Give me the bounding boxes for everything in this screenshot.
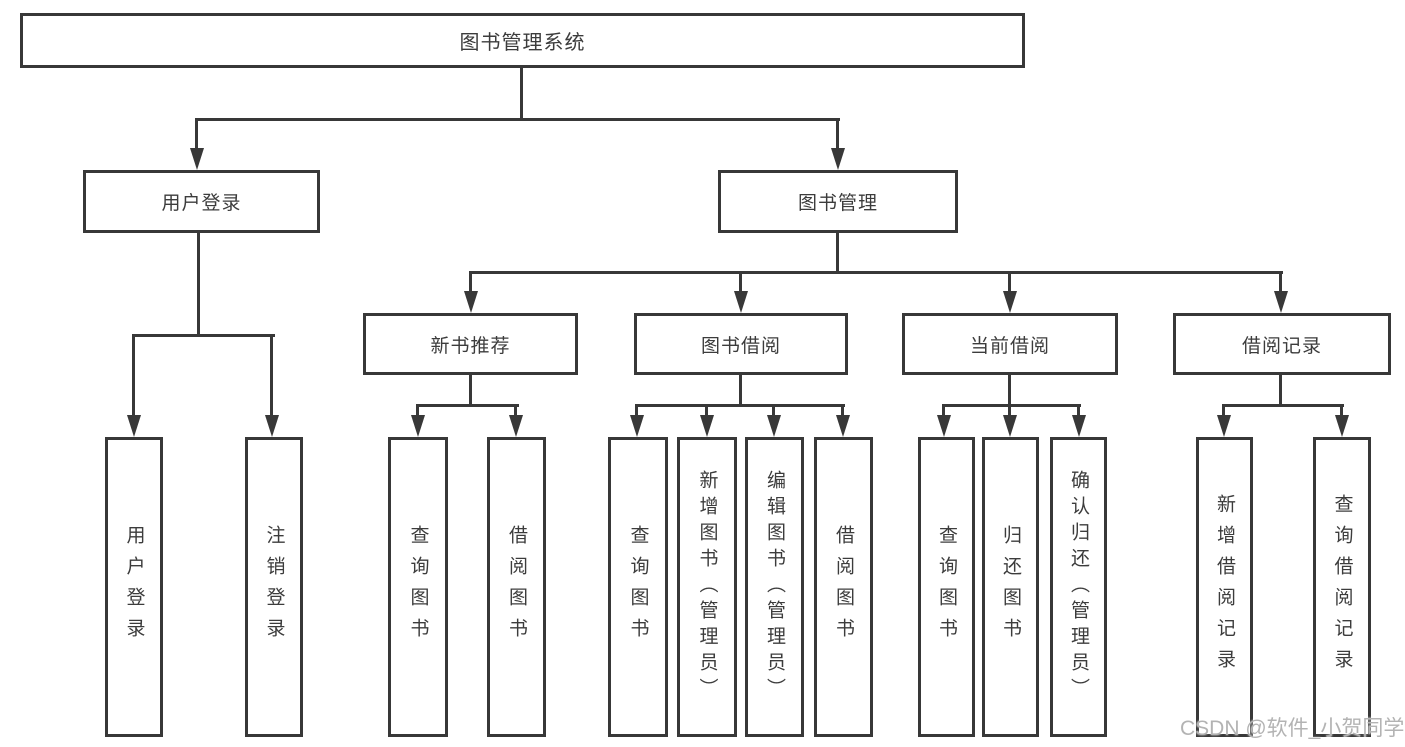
arrow-down-icon <box>464 291 478 313</box>
leaf-query-books-recommend: 查询图书 <box>388 437 448 737</box>
arrow-down-icon <box>127 415 141 437</box>
arrow-down-icon <box>1003 291 1017 313</box>
arrow-down-icon <box>265 415 279 437</box>
connector <box>132 334 275 337</box>
node-label: 用户登录 <box>161 193 242 214</box>
connector <box>1279 373 1282 406</box>
arrow-down-icon <box>1072 415 1086 437</box>
connector <box>635 404 845 407</box>
node-label: 确认归还（管理员） <box>1068 470 1089 704</box>
leaf-add-borrow-record: 新增借阅记录 <box>1196 437 1253 737</box>
leaf-user-login: 用户登录 <box>105 437 163 737</box>
leaf-query-books-current: 查询图书 <box>918 437 975 737</box>
node-label: 图书管理 <box>797 193 878 214</box>
connector <box>196 118 840 121</box>
watermark: CSDN @软件_小贺同学 <box>1180 717 1405 740</box>
connector <box>942 404 945 417</box>
connector <box>635 404 638 417</box>
leaf-logout: 注销登录 <box>245 437 303 737</box>
arrow-down-icon <box>831 148 845 170</box>
connector <box>416 404 519 407</box>
connector <box>739 373 742 406</box>
connector <box>1340 404 1343 417</box>
connector <box>469 271 472 293</box>
leaf-borrow-books-borrow: 借阅图书 <box>814 437 873 737</box>
arrow-down-icon <box>509 415 523 437</box>
node-borrowing-records: 借阅记录 <box>1173 313 1391 375</box>
arrow-down-icon <box>1003 415 1017 437</box>
node-book-management: 图书管理 <box>718 170 958 233</box>
connector <box>1008 404 1011 417</box>
node-new-book-recommendation: 新书推荐 <box>363 313 578 375</box>
node-label: 新增图书（管理员） <box>696 470 718 704</box>
arrow-down-icon <box>1274 291 1288 313</box>
arrow-down-icon <box>190 148 204 170</box>
arrow-down-icon <box>836 415 850 437</box>
node-label: 注销登录 <box>263 525 285 649</box>
node-label: 查询图书 <box>407 525 429 649</box>
connector <box>520 66 523 120</box>
node-user-login: 用户登录 <box>83 170 320 233</box>
connector <box>942 404 1081 407</box>
leaf-query-books-borrow: 查询图书 <box>608 437 668 737</box>
connector <box>1077 404 1080 417</box>
leaf-confirm-return-admin: 确认归还（管理员） <box>1050 437 1107 737</box>
node-label: 用户登录 <box>123 525 145 649</box>
leaf-edit-book-admin: 编辑图书（管理员） <box>745 437 804 737</box>
node-label: 查询借阅记录 <box>1331 494 1353 680</box>
node-label: 编辑图书（管理员） <box>764 470 785 704</box>
connector <box>836 233 839 273</box>
connector <box>195 118 198 150</box>
connector <box>836 118 839 150</box>
arrow-down-icon <box>411 415 425 437</box>
node-current-borrowing: 当前借阅 <box>902 313 1118 375</box>
node-library-management-system: 图书管理系统 <box>20 13 1025 68</box>
arrow-down-icon <box>630 415 644 437</box>
connector <box>772 404 775 417</box>
node-label: 新增借阅记录 <box>1214 494 1235 680</box>
connector <box>1008 373 1011 406</box>
connector <box>270 334 273 417</box>
arrow-down-icon <box>1217 415 1231 437</box>
node-label: 借阅记录 <box>1241 335 1322 357</box>
connector <box>1008 271 1011 293</box>
connector <box>469 373 472 406</box>
node-label: 当前借阅 <box>969 335 1050 357</box>
connector <box>1222 404 1344 407</box>
arrow-down-icon <box>734 291 748 313</box>
node-label: 图书借阅 <box>700 335 781 357</box>
connector <box>841 404 844 417</box>
node-label: 查询图书 <box>627 525 649 649</box>
connector <box>197 233 200 337</box>
connector <box>1222 404 1225 417</box>
connector <box>514 404 517 417</box>
arrow-down-icon <box>1335 415 1349 437</box>
leaf-return-books: 归还图书 <box>982 437 1039 737</box>
node-label: 借阅图书 <box>833 525 854 649</box>
leaf-borrow-books-recommend: 借阅图书 <box>487 437 546 737</box>
node-label: 查询图书 <box>936 525 957 649</box>
leaf-query-borrow-record: 查询借阅记录 <box>1313 437 1371 737</box>
connector <box>132 334 135 417</box>
connector <box>469 271 1283 274</box>
leaf-add-book-admin: 新增图书（管理员） <box>677 437 737 737</box>
connector <box>416 404 419 417</box>
node-label: 归还图书 <box>1000 525 1021 649</box>
node-label: 借阅图书 <box>506 525 527 649</box>
arrow-down-icon <box>767 415 781 437</box>
node-label: 新书推荐 <box>430 335 511 357</box>
arrow-down-icon <box>700 415 714 437</box>
connector <box>1279 271 1282 293</box>
arrow-down-icon <box>937 415 951 437</box>
node-book-borrowing: 图书借阅 <box>634 313 848 375</box>
connector <box>705 404 708 417</box>
node-label: 图书管理系统 <box>459 32 586 54</box>
connector <box>739 271 742 293</box>
